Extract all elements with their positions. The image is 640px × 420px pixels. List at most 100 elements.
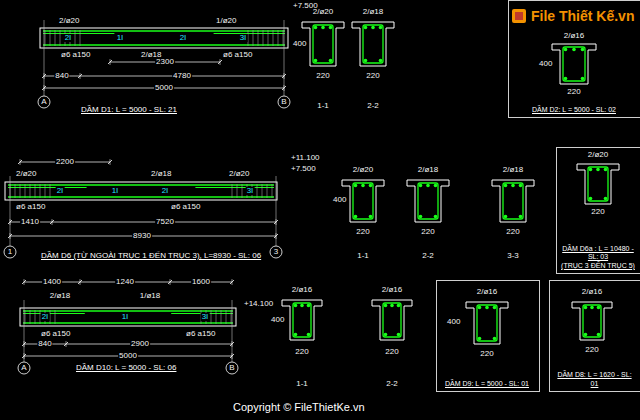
rebar-label: 2/ø18 bbox=[362, 8, 384, 16]
dimension-text: 400 bbox=[446, 318, 461, 326]
detail-panel: DẦM D2: L = 5000 - SL: 02 bbox=[508, 0, 640, 118]
dimension-line bbox=[24, 344, 232, 345]
callout-number: 2I bbox=[41, 313, 50, 321]
rebar-dot bbox=[390, 304, 394, 308]
dimension-text: 400 bbox=[332, 196, 347, 204]
rebar-dot bbox=[504, 215, 508, 219]
dimension-tick bbox=[78, 74, 82, 78]
dimension-tick bbox=[24, 353, 25, 359]
section-label: 1-1 bbox=[356, 252, 370, 260]
logo-icon bbox=[515, 12, 523, 20]
stirrup bbox=[383, 303, 401, 337]
rebar-dot bbox=[371, 26, 375, 30]
dimension-tick bbox=[110, 159, 111, 165]
stirrup bbox=[583, 305, 601, 337]
stirrup-line bbox=[45, 30, 46, 46]
dimension-tick bbox=[44, 85, 45, 91]
dimension-text: 8930 bbox=[132, 232, 152, 240]
dimension-text: 220 bbox=[479, 350, 494, 358]
panel-title: (TRỤC 3 ĐẾN TRỤC 5) bbox=[561, 262, 635, 270]
rebar-dot bbox=[572, 48, 576, 52]
dimension-tick bbox=[52, 219, 53, 225]
rebar-dot bbox=[597, 306, 601, 310]
dimension-text: 7520 bbox=[155, 218, 175, 226]
panel-title: DẦM D9: L = 5000 - SL: 01 bbox=[441, 380, 533, 388]
stirrup-line bbox=[242, 184, 243, 198]
detail-panel: DẦM D9: L = 5000 - SL: 01 bbox=[436, 280, 540, 392]
detail-panel: DẦM D8: L = 1620 - SL: 01 bbox=[549, 280, 640, 392]
section-outline bbox=[372, 300, 412, 340]
rebar-dot bbox=[307, 333, 311, 337]
dimension-tick bbox=[80, 73, 81, 79]
stirrup bbox=[313, 25, 333, 63]
rebar-dot bbox=[369, 184, 373, 188]
dimension-tick bbox=[18, 160, 22, 164]
rebar-dot bbox=[485, 306, 489, 310]
dimension-tick bbox=[276, 233, 277, 239]
dimension-tick bbox=[80, 279, 81, 285]
rebar-dot bbox=[581, 77, 585, 81]
dimension-tick bbox=[276, 219, 277, 225]
stirrup-label: ø6 a150 bbox=[170, 203, 201, 211]
grid-bubble bbox=[18, 362, 30, 374]
dimension-tick bbox=[110, 59, 111, 65]
dimension-text: 220 bbox=[315, 72, 330, 80]
dimension-tick bbox=[232, 341, 233, 347]
rebar-label: 2/ø16 bbox=[291, 286, 313, 294]
stirrup-label: ø6 a150 bbox=[185, 330, 216, 338]
rebar-dot bbox=[597, 333, 601, 337]
rebar-label: 2/ø20 bbox=[58, 17, 80, 25]
rebar-dot bbox=[493, 306, 497, 310]
callout-number: 3I bbox=[239, 34, 248, 42]
panel-caption: DẦM D8: L = 1620 - SL: 01 bbox=[554, 371, 635, 388]
rebar-dot bbox=[564, 77, 568, 81]
rebar-dot bbox=[364, 59, 368, 63]
stirrup-line bbox=[258, 30, 259, 46]
stirrup bbox=[353, 183, 373, 219]
rebar-label: 2/ø16 bbox=[563, 32, 585, 40]
dimension-text: 220 bbox=[384, 348, 399, 356]
rebar-label: 2/ø16 bbox=[581, 288, 603, 296]
rebar-dot bbox=[434, 215, 438, 219]
dimension-tick bbox=[22, 354, 26, 358]
rebar-dot bbox=[300, 304, 304, 308]
dimension-tick bbox=[10, 233, 11, 239]
dimension-tick bbox=[10, 219, 11, 225]
stirrup-line bbox=[211, 310, 212, 324]
callout-number: 1I bbox=[111, 187, 120, 195]
dimension-tick bbox=[170, 279, 171, 285]
stirrup-line bbox=[55, 310, 56, 324]
section-label: 2-2 bbox=[385, 380, 399, 388]
stirrup-line bbox=[30, 184, 31, 198]
rebar-dot bbox=[589, 197, 593, 201]
rebar-dot bbox=[519, 215, 523, 219]
grid-line bbox=[44, 20, 45, 96]
rebar-dot bbox=[361, 184, 365, 188]
dimension-tick bbox=[284, 73, 285, 79]
rebar-label: 2/ø20 bbox=[228, 170, 250, 178]
dimension-tick bbox=[108, 160, 112, 164]
panel-caption: DẦM D6a : L = 10480 - SL: 03(TRỤC 3 ĐẾN … bbox=[561, 245, 635, 270]
beam-outline bbox=[5, 182, 277, 200]
rebar-dot bbox=[504, 184, 508, 188]
section-outline bbox=[302, 22, 344, 66]
beam-title: DẦM D10: L = 5000 - SL: 06 bbox=[75, 364, 177, 372]
stirrup-line bbox=[55, 30, 56, 46]
stirrup-line bbox=[35, 184, 36, 198]
section-outline bbox=[466, 302, 508, 344]
level-mark: +11.100 bbox=[290, 154, 321, 162]
stirrup-line bbox=[45, 184, 46, 198]
panel-caption: DẦM D9: L = 5000 - SL: 01 bbox=[441, 380, 533, 388]
rebar-label: 1/ø18 bbox=[139, 292, 161, 300]
stirrup-line bbox=[253, 30, 254, 46]
dimension-text: 220 bbox=[365, 72, 380, 80]
rebar-label: 2/ø18 bbox=[49, 292, 71, 300]
section-outline bbox=[282, 300, 322, 340]
rebar-dot bbox=[584, 306, 588, 310]
stirrup-line bbox=[20, 184, 21, 198]
dimension-tick bbox=[230, 342, 234, 346]
callout-number: 3I bbox=[246, 187, 255, 195]
rebar-dot bbox=[294, 304, 298, 308]
section-label: 1-1 bbox=[316, 102, 330, 110]
